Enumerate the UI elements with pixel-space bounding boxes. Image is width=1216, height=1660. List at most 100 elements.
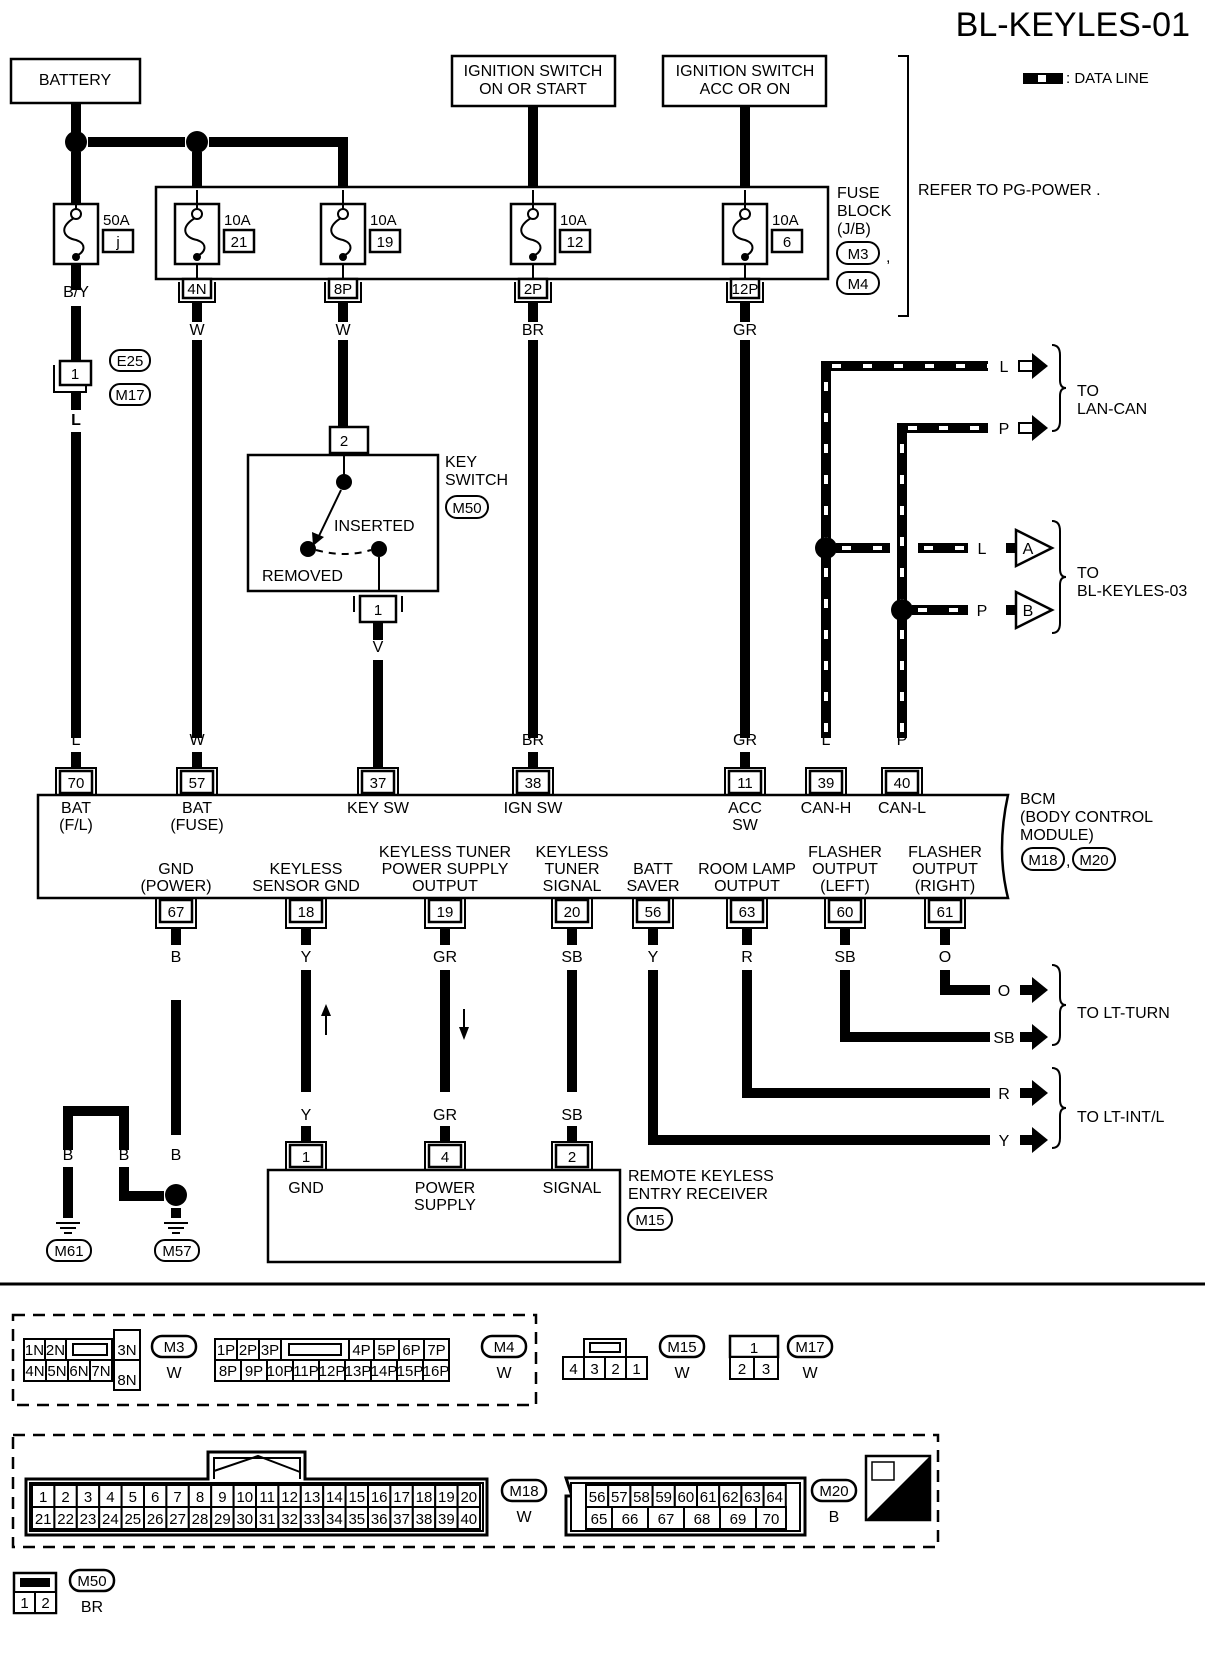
svg-text:TO LT-INT/L: TO LT-INT/L <box>1077 1109 1165 1126</box>
pin-cell: 1N <box>25 1342 44 1359</box>
pin-cell: 14 <box>326 1489 343 1506</box>
wire-color-label: B <box>171 949 182 966</box>
output-destination-labels: TO LT-TURN TO LT-INT/L <box>1051 964 1170 1149</box>
svg-text:REMOTE KEYLESS: REMOTE KEYLESS <box>628 1168 774 1185</box>
connector-color: W <box>674 1365 690 1382</box>
pin-number: 56 <box>645 904 662 921</box>
pin-cell: 59 <box>655 1489 672 1506</box>
pin-cell: 9P <box>245 1363 263 1380</box>
pin-function: BATT <box>633 861 673 878</box>
svg-text:KEY: KEY <box>445 454 477 471</box>
wire-color-label: Y <box>301 949 312 966</box>
pin-function: FLASHER <box>908 844 982 861</box>
pin-function: SAVER <box>626 878 679 895</box>
svg-text:B: B <box>171 1147 182 1164</box>
data-line-legend: : DATA LINE <box>1023 70 1149 87</box>
connector-color: W <box>496 1365 512 1382</box>
bcm-pin-67: GND(POWER)67B <box>140 861 211 966</box>
pin-cell: 26 <box>147 1511 164 1528</box>
pin-function: GND <box>288 1180 324 1197</box>
connector-color: B <box>829 1509 840 1526</box>
pin-number: 70 <box>68 775 85 792</box>
svg-text:E25: E25 <box>117 353 144 370</box>
pin-number: 2 <box>568 1149 576 1166</box>
pin-cell: 11P <box>293 1363 319 1380</box>
pin-cell: 36 <box>371 1511 388 1528</box>
pin-function: KEYLESS <box>536 844 609 861</box>
svg-text:2: 2 <box>340 433 348 450</box>
pin-cell: 64 <box>766 1489 783 1506</box>
pin-function: OUTPUT <box>912 861 978 878</box>
pin-cell: 29 <box>214 1511 231 1528</box>
splice-dot <box>186 131 208 153</box>
pin-function: CAN-H <box>801 800 852 817</box>
svg-text:ACC OR ON: ACC OR ON <box>700 81 791 98</box>
svg-text:M15: M15 <box>635 1212 664 1229</box>
pin-number: 1 <box>302 1149 310 1166</box>
pin-cell: 39 <box>438 1511 455 1528</box>
ignition-on-start-box: IGNITION SWITCH ON OR START <box>450 54 617 108</box>
pin-cell: 3N <box>117 1342 136 1359</box>
svg-text:M20: M20 <box>1079 852 1108 869</box>
pin-cell: 8N <box>117 1372 136 1389</box>
svg-text:(BODY CONTROL: (BODY CONTROL <box>1020 809 1153 826</box>
svg-text:M50: M50 <box>452 500 481 517</box>
pin-number: 20 <box>564 904 581 921</box>
wire-color-label: R <box>998 1086 1010 1103</box>
pin-cell: 23 <box>80 1511 97 1528</box>
wire-color-label: L <box>822 732 831 749</box>
pin-cell: 28 <box>192 1511 209 1528</box>
pin-cell: 4P <box>352 1342 370 1359</box>
svg-text:BL-KEYLES-03: BL-KEYLES-03 <box>1077 583 1187 600</box>
connector-color: W <box>802 1365 818 1382</box>
pin-cell: 66 <box>622 1511 639 1528</box>
pin-cell: 38 <box>416 1511 433 1528</box>
pin-cell: 11 <box>259 1489 275 1506</box>
pin-cell: 1P <box>217 1342 235 1359</box>
can-destination-labels: TO LAN-CAN TO BL-KEYLES-03 <box>1051 344 1187 634</box>
wire-color-label: BR <box>522 322 544 339</box>
fuse-number: 21 <box>231 234 248 251</box>
pin-cell: 27 <box>169 1511 186 1528</box>
pin-cell: 7 <box>173 1489 181 1506</box>
pin-cell: 2P <box>239 1342 257 1359</box>
fuse-amp: 10A <box>370 212 397 229</box>
pin-cell: 58 <box>633 1489 650 1506</box>
pin-function: KEY SW <box>347 800 410 817</box>
pin-cell: 6P <box>402 1342 420 1359</box>
wire-color-label: GR <box>733 322 757 339</box>
pin-function: KEYLESS <box>270 861 343 878</box>
pin-function: IGN SW <box>504 800 564 817</box>
pin-cell: 4N <box>25 1363 44 1380</box>
pin-cell: 10 <box>236 1489 253 1506</box>
pin-cell: 5N <box>47 1363 66 1380</box>
wire-color-label: Y <box>999 1133 1010 1150</box>
pin-cell: 2N <box>46 1342 65 1359</box>
connector-id: M18 <box>509 1483 538 1500</box>
wire-color-label: V <box>373 639 384 656</box>
pin-cell: 5 <box>129 1489 137 1506</box>
pin-cell: 40 <box>460 1511 477 1528</box>
connector-color: BR <box>81 1599 103 1616</box>
wire-color-label: W <box>335 322 351 339</box>
svg-text:TO: TO <box>1077 383 1099 400</box>
pin-cell: 1 <box>632 1361 640 1378</box>
pin-function: (F/L) <box>59 817 93 834</box>
pin-number: 63 <box>739 904 756 921</box>
pin-cell: 1 <box>750 1340 758 1357</box>
pin-cell: 70 <box>763 1511 780 1528</box>
fuse-number: j <box>115 234 119 251</box>
pin-cell: 61 <box>700 1489 717 1506</box>
svg-text:SWITCH: SWITCH <box>445 472 508 489</box>
pin-cell: 34 <box>326 1511 343 1528</box>
